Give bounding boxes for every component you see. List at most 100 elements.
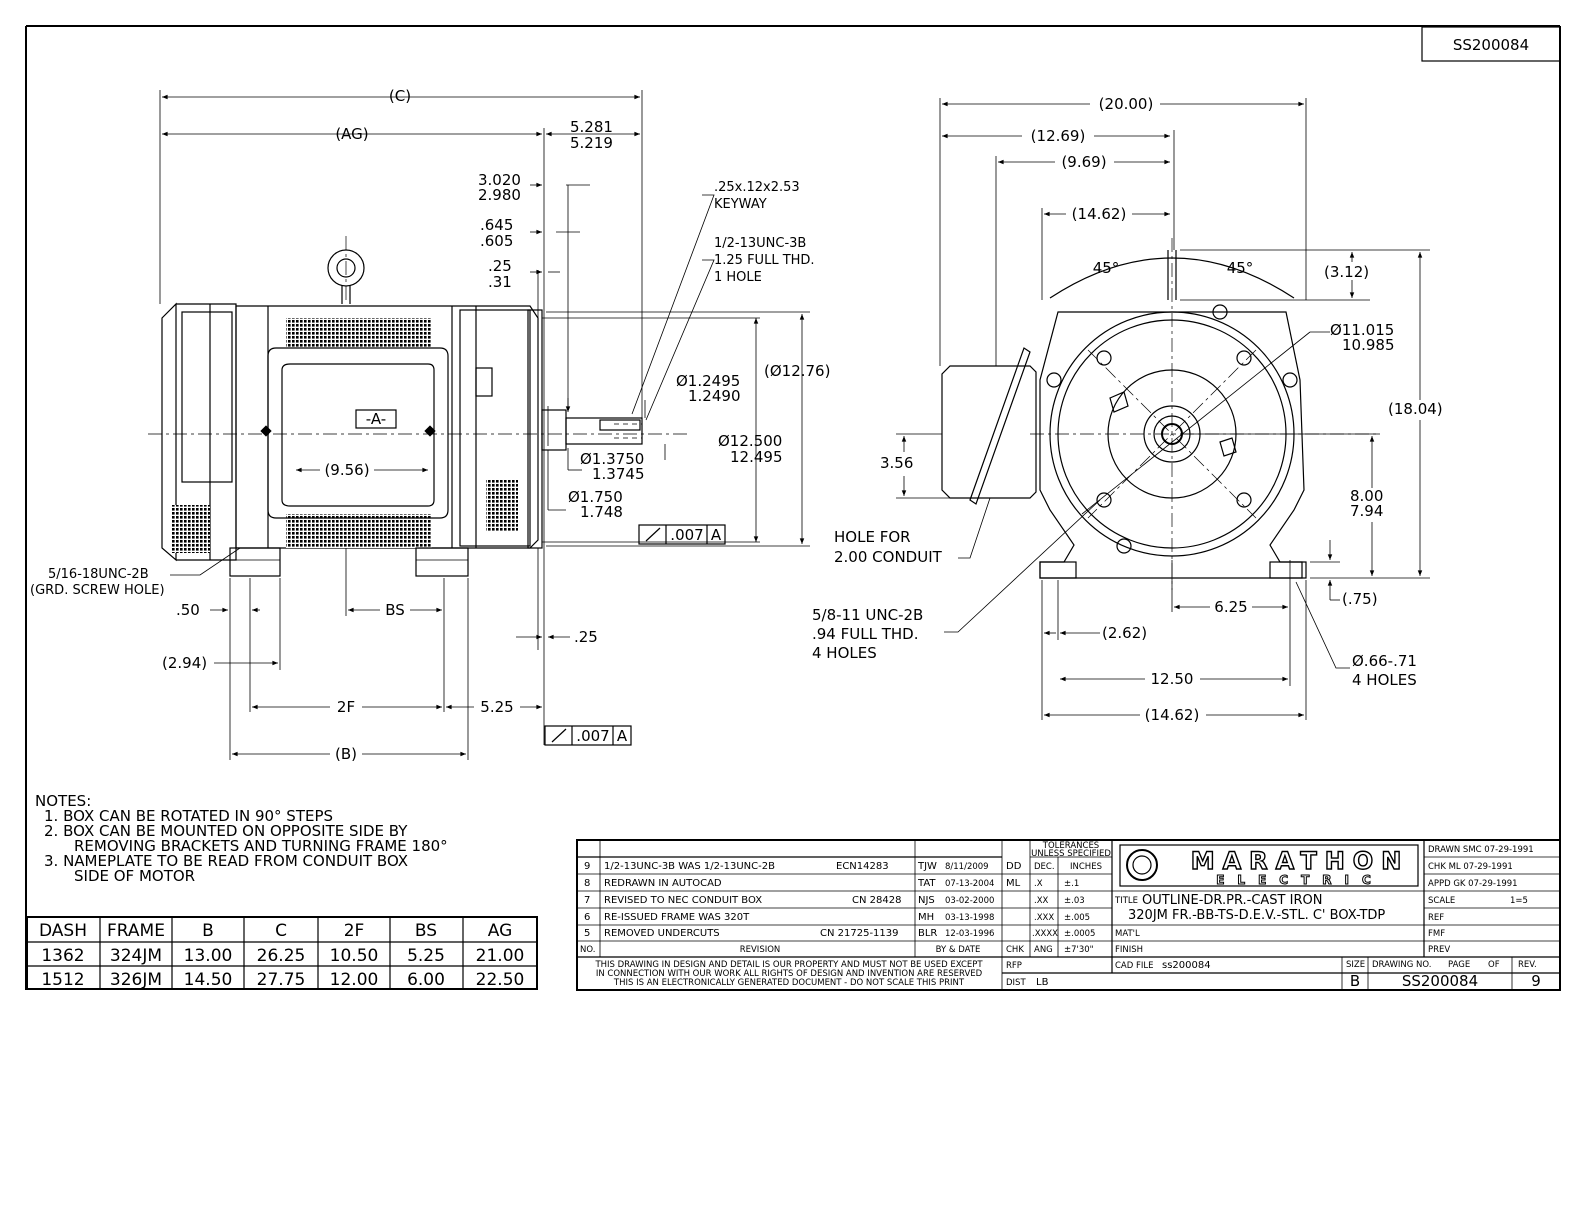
table-cell: 1512 xyxy=(41,970,84,990)
dim-356: 3.56 xyxy=(880,454,913,472)
rev-date: 8/11/2009 xyxy=(945,862,989,872)
rev-label: REV. xyxy=(1518,960,1537,970)
mount-tap-2: .94 FULL THD. xyxy=(812,625,918,643)
mount-tap-1: 5/8-11 UNC-2B xyxy=(812,606,923,624)
tol-frame-1-val: .007 xyxy=(670,526,703,544)
end-view-labels: (20.00) (12.69) (9.69) (14.62) 45° 45° (… xyxy=(812,95,1443,724)
rev-header-by: BY & DATE xyxy=(936,945,981,955)
rev-ecn: CN 21725-1139 xyxy=(820,928,899,939)
dim-2980: 2.980 xyxy=(478,186,521,204)
note-line-3: REMOVING BRACKETS AND TURNING FRAME 180° xyxy=(74,837,448,855)
rev-desc: REDRAWN IN AUTOCAD xyxy=(604,878,722,889)
logo-marathon: MARATHON xyxy=(1191,847,1410,875)
size-label: SIZE xyxy=(1346,960,1365,970)
dist-label: DIST xyxy=(1006,978,1026,988)
dim-d12490: 1.2490 xyxy=(688,387,741,405)
table-header-frame: FRAME xyxy=(107,921,165,941)
dim-d066: Ø.66-.71 xyxy=(1352,652,1417,670)
datum-a: -A- xyxy=(366,410,386,428)
sheet-border xyxy=(25,25,1561,990)
dim-525: 5.25 xyxy=(480,698,513,716)
angle-45-right: 45° xyxy=(1227,259,1254,277)
dim-294: (2.94) xyxy=(162,654,207,672)
rev-ecn: ECN14283 xyxy=(836,861,889,872)
tap-label-3: 1 HOLE xyxy=(714,270,762,285)
table-cell: 12.00 xyxy=(330,970,379,990)
rev-by: BLR xyxy=(918,928,937,939)
rev-desc: RE-ISSUED FRAME WAS 320T xyxy=(604,912,750,923)
dim-1462-bottom: (14.62) xyxy=(1145,706,1200,724)
rev-value: 9 xyxy=(1531,972,1541,990)
rev-by: TAT xyxy=(917,878,936,889)
approved-by: APPD GK 07-29-1991 xyxy=(1428,879,1518,889)
title-label: TITLE xyxy=(1114,896,1138,906)
dim-b: (B) xyxy=(335,745,357,763)
tol-key: .XXX xyxy=(1034,913,1054,923)
table-cell: 324JM xyxy=(110,946,162,966)
note-line-1: 1. BOX CAN BE ROTATED IN 90° STEPS xyxy=(44,807,333,825)
table-cell: 6.00 xyxy=(407,970,445,990)
table-cell: 27.75 xyxy=(257,970,306,990)
scale-label: SCALE xyxy=(1428,896,1455,906)
drawing-no-value: SS200084 xyxy=(1402,972,1478,990)
table-cell: 326JM xyxy=(110,970,162,990)
rev-no: 7 xyxy=(584,895,590,906)
dim-d11015: Ø11.015 xyxy=(1330,321,1394,339)
of-label: OF xyxy=(1488,960,1500,970)
prev-label: PREV xyxy=(1428,945,1450,955)
dim-262: (2.62) xyxy=(1102,624,1147,642)
table-header-bs: BS xyxy=(415,921,437,941)
tol-val: ±.1 xyxy=(1064,879,1079,889)
logo-electric: ELECTRIC xyxy=(1216,873,1384,887)
dim-2f: 2F xyxy=(337,698,355,716)
tap-label-2: 1.25 FULL THD. xyxy=(714,253,815,268)
tol-key: .XX xyxy=(1034,896,1049,906)
tol-key: .XXXX xyxy=(1032,929,1058,939)
dim-d12500: Ø12.500 xyxy=(718,432,782,450)
grd-screw-1: 5/16-18UNC-2B xyxy=(48,567,149,582)
table-cell: 13.00 xyxy=(184,946,233,966)
tol-val: ±.03 xyxy=(1064,896,1085,906)
dim-050: .50 xyxy=(176,601,200,619)
dim-2000: (20.00) xyxy=(1099,95,1154,113)
dim-312: (3.12) xyxy=(1324,263,1369,281)
drawing-no-label: DRAWING NO. xyxy=(1372,960,1431,970)
dim-025: .25 xyxy=(574,628,598,646)
fmf-label: FMF xyxy=(1428,929,1445,939)
table-header-ag: AG xyxy=(488,921,513,941)
drawn-by: DRAWN SMC 07-29-1991 xyxy=(1428,845,1534,855)
note-line-4: 3. NAMEPLATE TO BE READ FROM CONDUIT BOX xyxy=(44,852,408,870)
end-view-body xyxy=(941,238,1380,590)
dim-645: .645 xyxy=(480,216,513,234)
tol-val: ±.005 xyxy=(1064,913,1090,923)
tap-label-1: 1/2-13UNC-3B xyxy=(714,236,806,251)
rev-desc: REMOVED UNDERCUTS xyxy=(604,928,720,939)
cad-file-label: CAD FILE xyxy=(1115,961,1154,971)
dim-d066-holes: 4 HOLES xyxy=(1352,671,1417,689)
table-cell: 1362 xyxy=(41,946,84,966)
size-value: B xyxy=(1350,972,1360,990)
dim-5281: 5.281 xyxy=(570,118,613,136)
angle-45-left: 45° xyxy=(1093,259,1120,277)
rev-no: 6 xyxy=(584,912,590,923)
rev-desc: 1/2-13UNC-3B WAS 1/2-13UNC-2B xyxy=(604,861,775,872)
page-label: PAGE xyxy=(1448,960,1470,970)
dim-1250: 12.50 xyxy=(1151,670,1194,688)
title-block-text: 9 1/2-13UNC-3B WAS 1/2-13UNC-2B ECN14283… xyxy=(580,841,1541,990)
dim-3020: 3.020 xyxy=(478,171,521,189)
rev-no: 9 xyxy=(584,861,590,872)
mount-tap-3: 4 HOLES xyxy=(812,644,877,662)
table-header-2f: 2F xyxy=(344,921,365,941)
conduit-label-1: HOLE FOR xyxy=(834,528,911,546)
table-cell: 26.25 xyxy=(257,946,306,966)
dim-31: .31 xyxy=(488,273,512,291)
dim-1462: (14.62) xyxy=(1072,205,1127,223)
notes-title: NOTES: xyxy=(35,792,91,810)
rev-no: 8 xyxy=(584,878,590,889)
tol-frame-2-val: .007 xyxy=(576,727,609,745)
table-header-b: B xyxy=(202,921,214,941)
table-cell: 14.50 xyxy=(184,970,233,990)
rev-no: 5 xyxy=(584,928,590,939)
rev-chk: ML xyxy=(1006,878,1021,889)
